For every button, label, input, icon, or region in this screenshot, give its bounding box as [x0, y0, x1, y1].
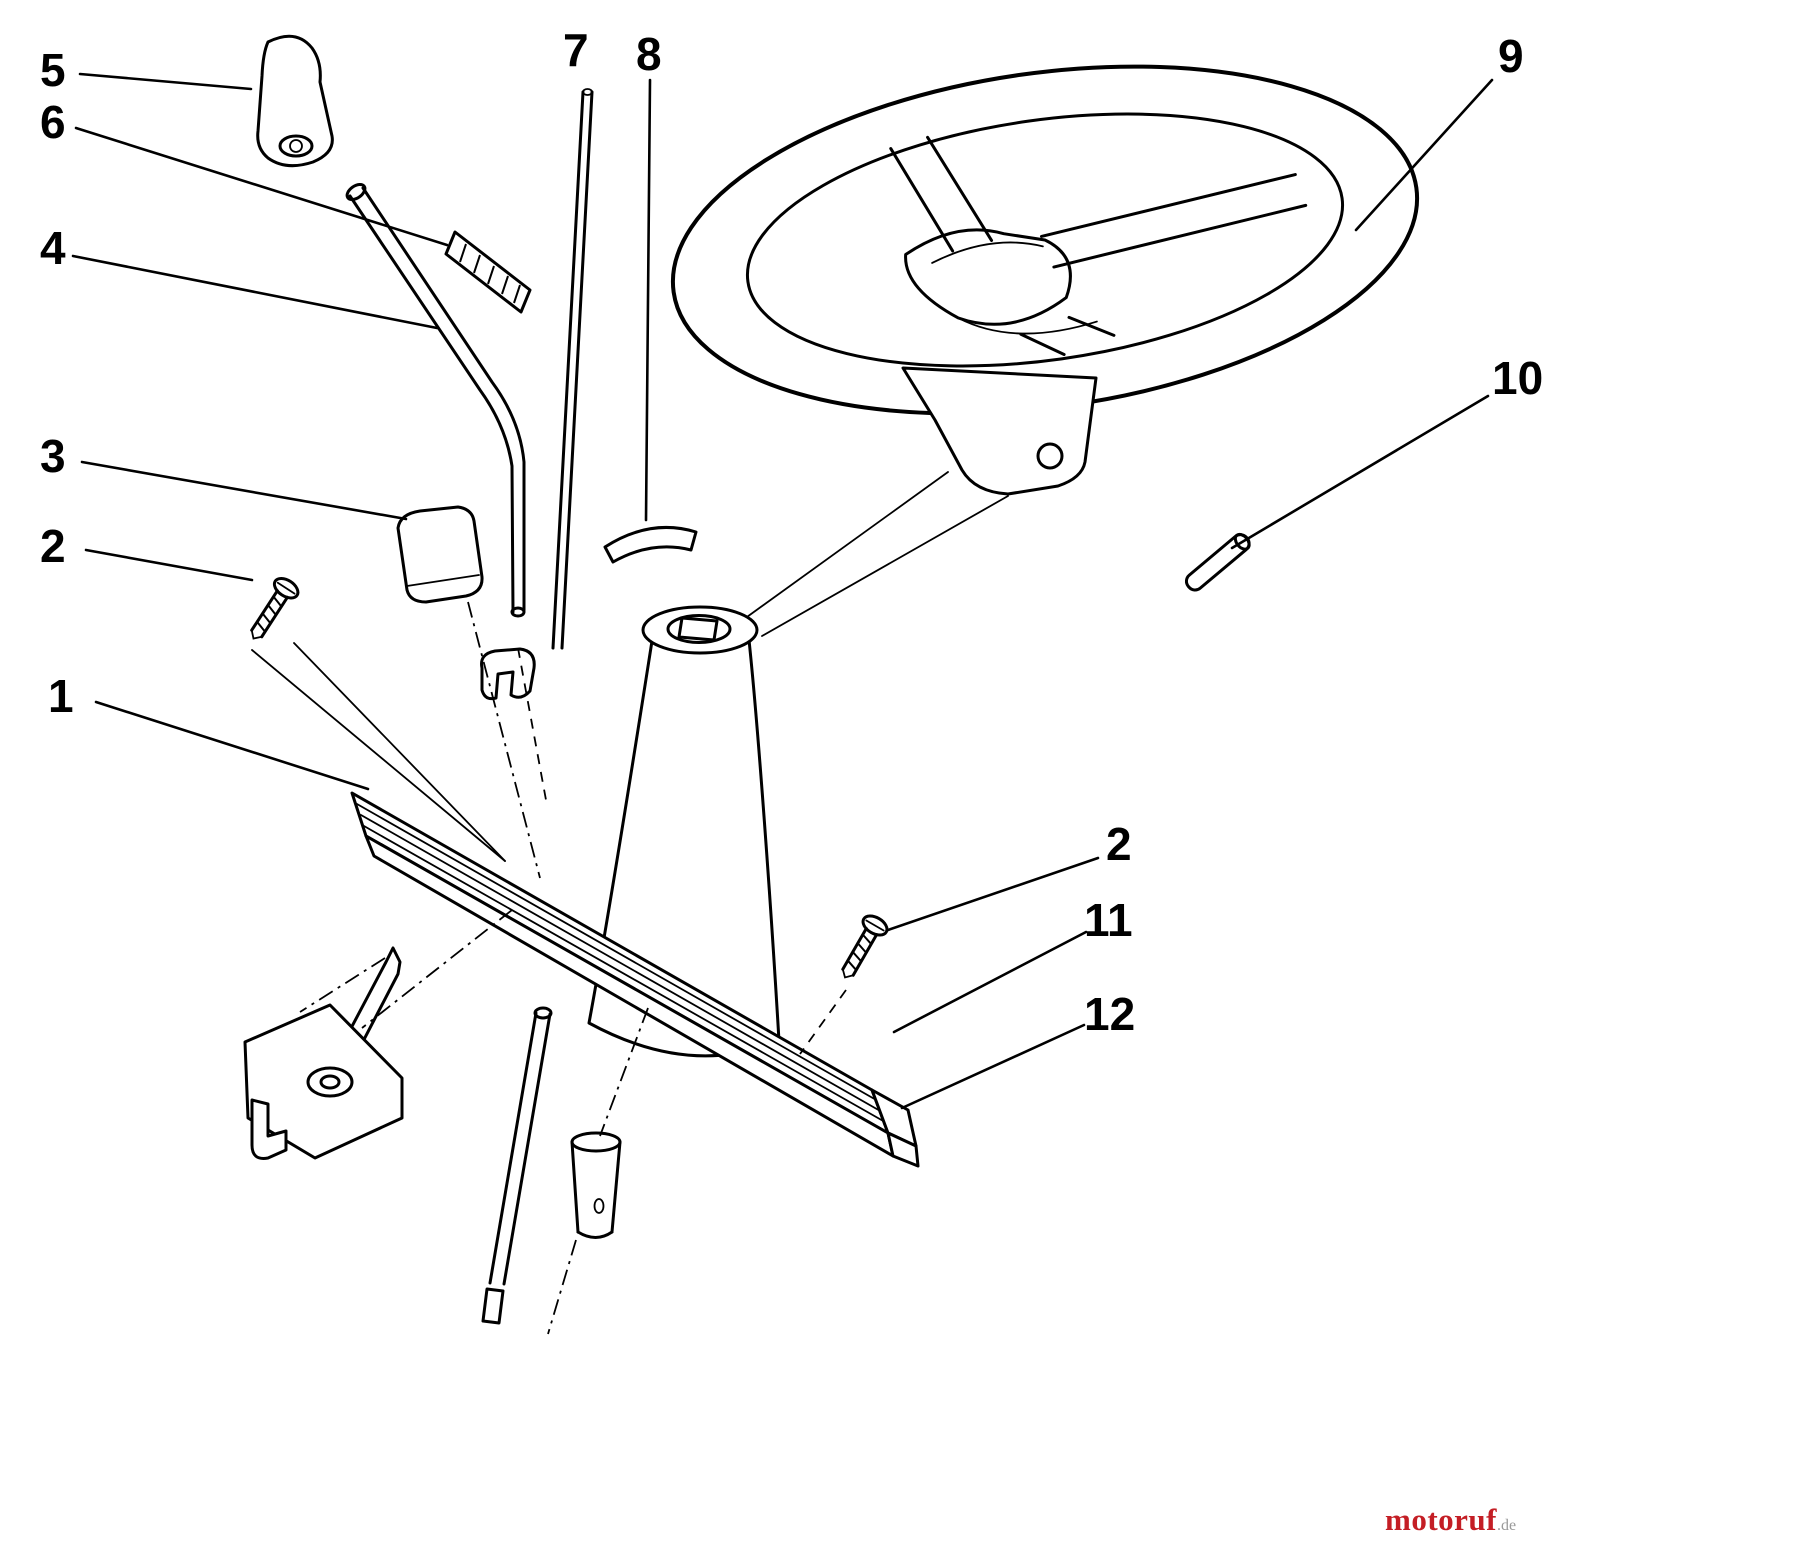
callout-12: 12: [1084, 988, 1135, 1040]
callout-1: 1: [48, 670, 74, 722]
mounting-bracket: [243, 909, 513, 1160]
screw-left-locator-line: [251, 649, 506, 862]
console-panel: [350, 791, 920, 1168]
callout-7: 7: [563, 24, 589, 76]
tube-end-cap: [481, 1287, 505, 1325]
boot-cap: [396, 505, 484, 604]
callout-3: 3: [40, 430, 66, 482]
shift-knob: [256, 34, 334, 168]
bracket-hook: [250, 1098, 288, 1160]
leader-9: [1354, 78, 1494, 232]
retainer-clip: [480, 647, 536, 701]
washer: [603, 78, 698, 564]
leader-5: [78, 72, 253, 91]
screw-left-locator-line-2: [293, 642, 506, 862]
watermark-brand: motoruf: [1385, 1502, 1497, 1537]
screw-left: [250, 576, 300, 640]
watermark: motoruf.de: [1385, 1502, 1516, 1538]
callout-9: 9: [1498, 30, 1524, 82]
steering-shaft-rod: [551, 88, 594, 650]
steering-wheel-hub: [739, 366, 1098, 637]
callout-5: 5: [40, 44, 66, 96]
coupler-tube: [547, 1007, 649, 1335]
leader-12: [900, 1023, 1086, 1110]
leader-10: [1230, 394, 1490, 550]
boot-centerline: [467, 601, 541, 879]
lever-centerline: [517, 647, 547, 801]
watermark-suffix: .de: [1496, 1517, 1517, 1534]
lower-shaft-tube: [481, 1006, 553, 1325]
lever-grip-strip: [444, 230, 532, 314]
callout-4: 4: [40, 222, 66, 274]
callout-numbers: 5 6 4 3 2 1 7 8 9 10 2 11 12: [40, 24, 1543, 1040]
screw-right-centerline: [799, 989, 847, 1055]
callout-8: 8: [636, 28, 662, 80]
leader-6: [74, 126, 449, 247]
leader-11: [892, 930, 1088, 1034]
shift-lever: [345, 182, 526, 618]
callout-11: 11: [1084, 894, 1133, 946]
leader-4: [71, 254, 439, 330]
leader-lines: [71, 72, 1494, 1110]
callout-10: 10: [1492, 352, 1543, 404]
screw-right: [841, 914, 889, 979]
callout-6: 6: [40, 96, 66, 148]
leader-2-left: [84, 548, 254, 582]
leader-3: [80, 460, 408, 521]
leader-1: [94, 700, 370, 791]
leader-2-right: [886, 856, 1100, 932]
callout-2-left: 2: [40, 520, 66, 572]
callout-2-right: 2: [1106, 818, 1132, 870]
